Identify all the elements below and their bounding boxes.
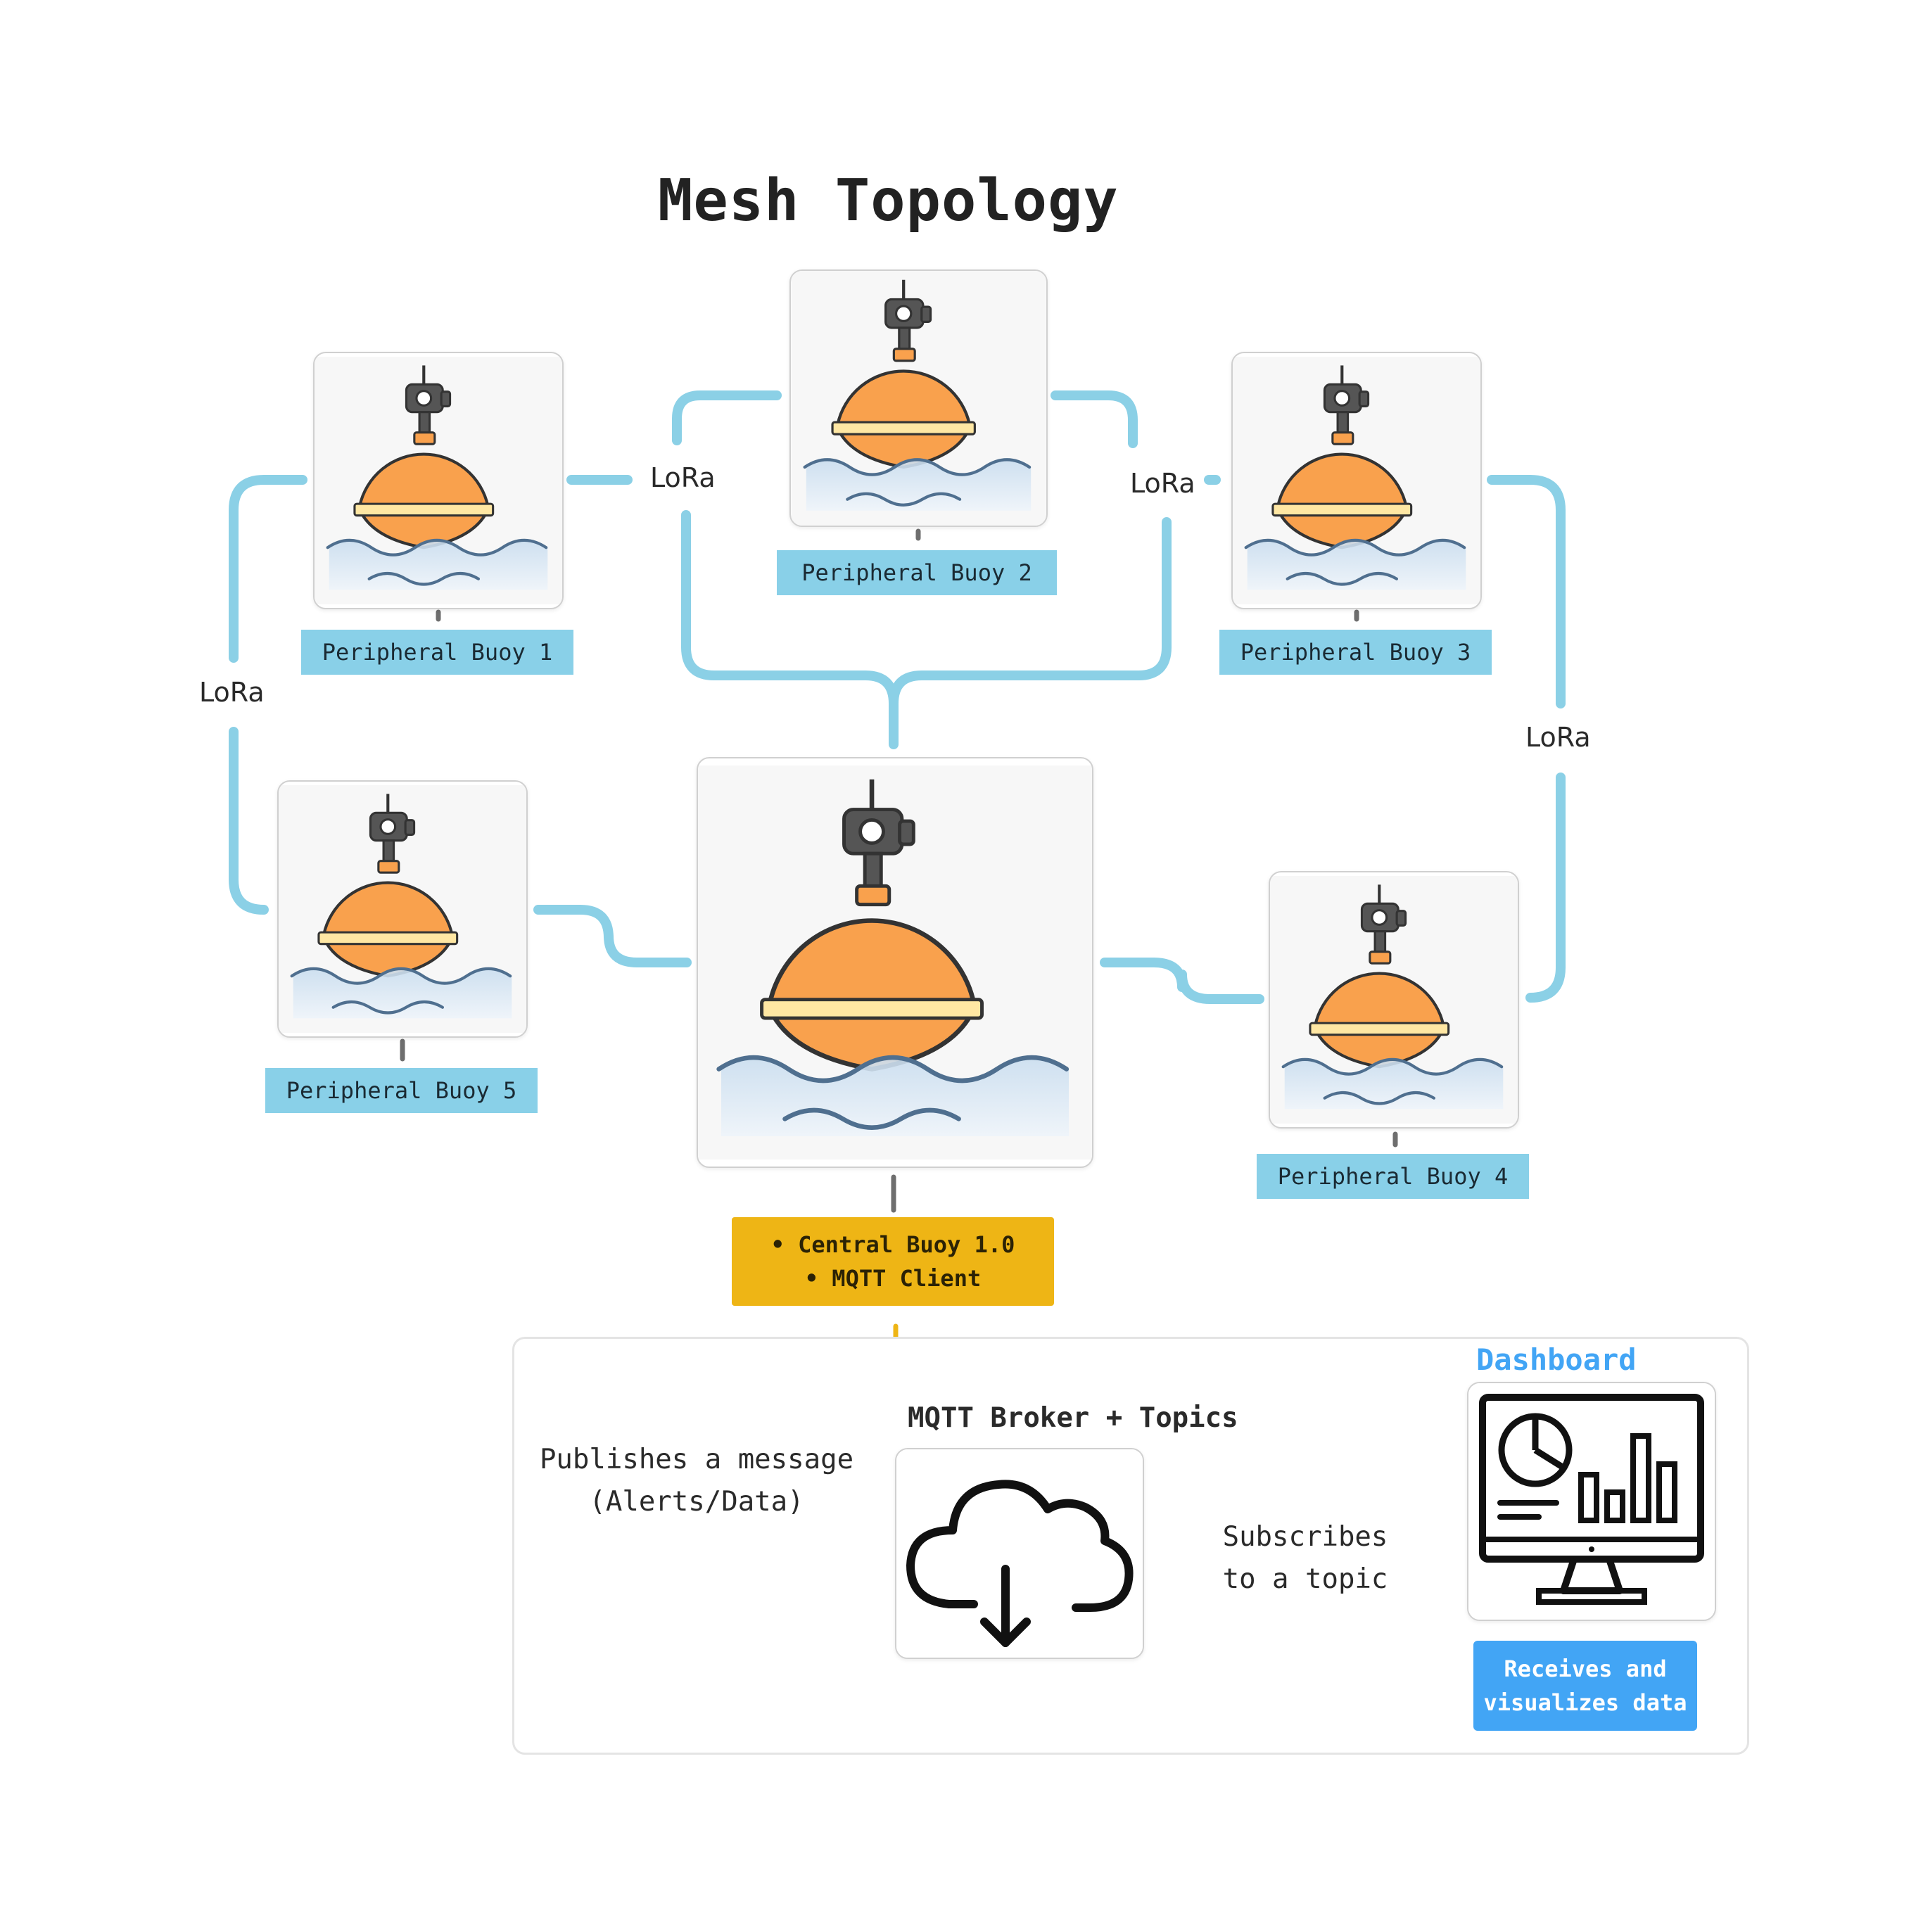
buoy-5-label: Peripheral Buoy 5 [265,1068,538,1113]
broker-title: MQTT Broker + Topics [908,1402,1238,1434]
lora-label-left: LoRa [195,677,269,709]
buoy-2-card[interactable] [789,269,1048,527]
link-buoy3-lora-right [1487,475,1566,708]
buoy-icon [315,353,562,608]
central-buoy-icon [698,758,1092,1167]
lora-label-right: LoRa [1521,722,1595,754]
central-line-2: • MQTT Client [804,1265,982,1292]
cloud-download-icon [896,1449,1143,1658]
broker-card[interactable] [895,1448,1144,1659]
central-line-1: • Central Buoy 1.0 [770,1231,1015,1258]
buoy-3-card[interactable] [1231,352,1482,609]
dashboard-card[interactable] [1467,1382,1716,1621]
buoy-icon [279,782,526,1036]
buoy-1-card[interactable] [313,352,564,609]
link-lora-central-right [889,517,1172,708]
link-buoy1-lora-left [229,475,307,663]
buoy-icon [791,271,1046,526]
buoy-icon [1233,353,1480,608]
monitor-chart-icon [1468,1383,1715,1620]
central-buoy-card[interactable] [697,757,1093,1168]
buoy-1-label: Peripheral Buoy 1 [301,630,573,675]
link-lora-buoy2 [672,390,782,445]
dashboard-title: Dashboard [1476,1342,1637,1377]
diagram-title: Mesh Topology [658,167,1119,234]
buoy-4-label: Peripheral Buoy 4 [1257,1154,1529,1199]
link-buoy2-lora [1051,390,1138,448]
buoy-icon [1270,872,1518,1127]
central-buoy-label: • Central Buoy 1.0 • MQTT Client [732,1217,1054,1306]
lora-label-top-left: LoRa [646,462,720,495]
buoy-5-card[interactable] [277,780,528,1038]
buoy-3-label: Peripheral Buoy 3 [1219,630,1492,675]
link-central-buoy4 [1100,958,1264,1004]
subscribe-label: Subscribes to a topic [1222,1521,1388,1596]
buoy-4-card[interactable] [1269,871,1519,1129]
link-lora-central-left [681,510,899,749]
link-lora-buoy4 [1525,773,1566,1003]
link-lora-buoy5 [229,727,269,915]
lora-label-top-right: LoRa [1126,468,1200,500]
dashboard-caption: Receives and visualizes data [1473,1641,1697,1731]
buoy-2-label: Peripheral Buoy 2 [777,550,1057,595]
link-buoy5-central [533,905,692,967]
publish-label: Publishes a message (Alerts/Data) [539,1444,854,1518]
